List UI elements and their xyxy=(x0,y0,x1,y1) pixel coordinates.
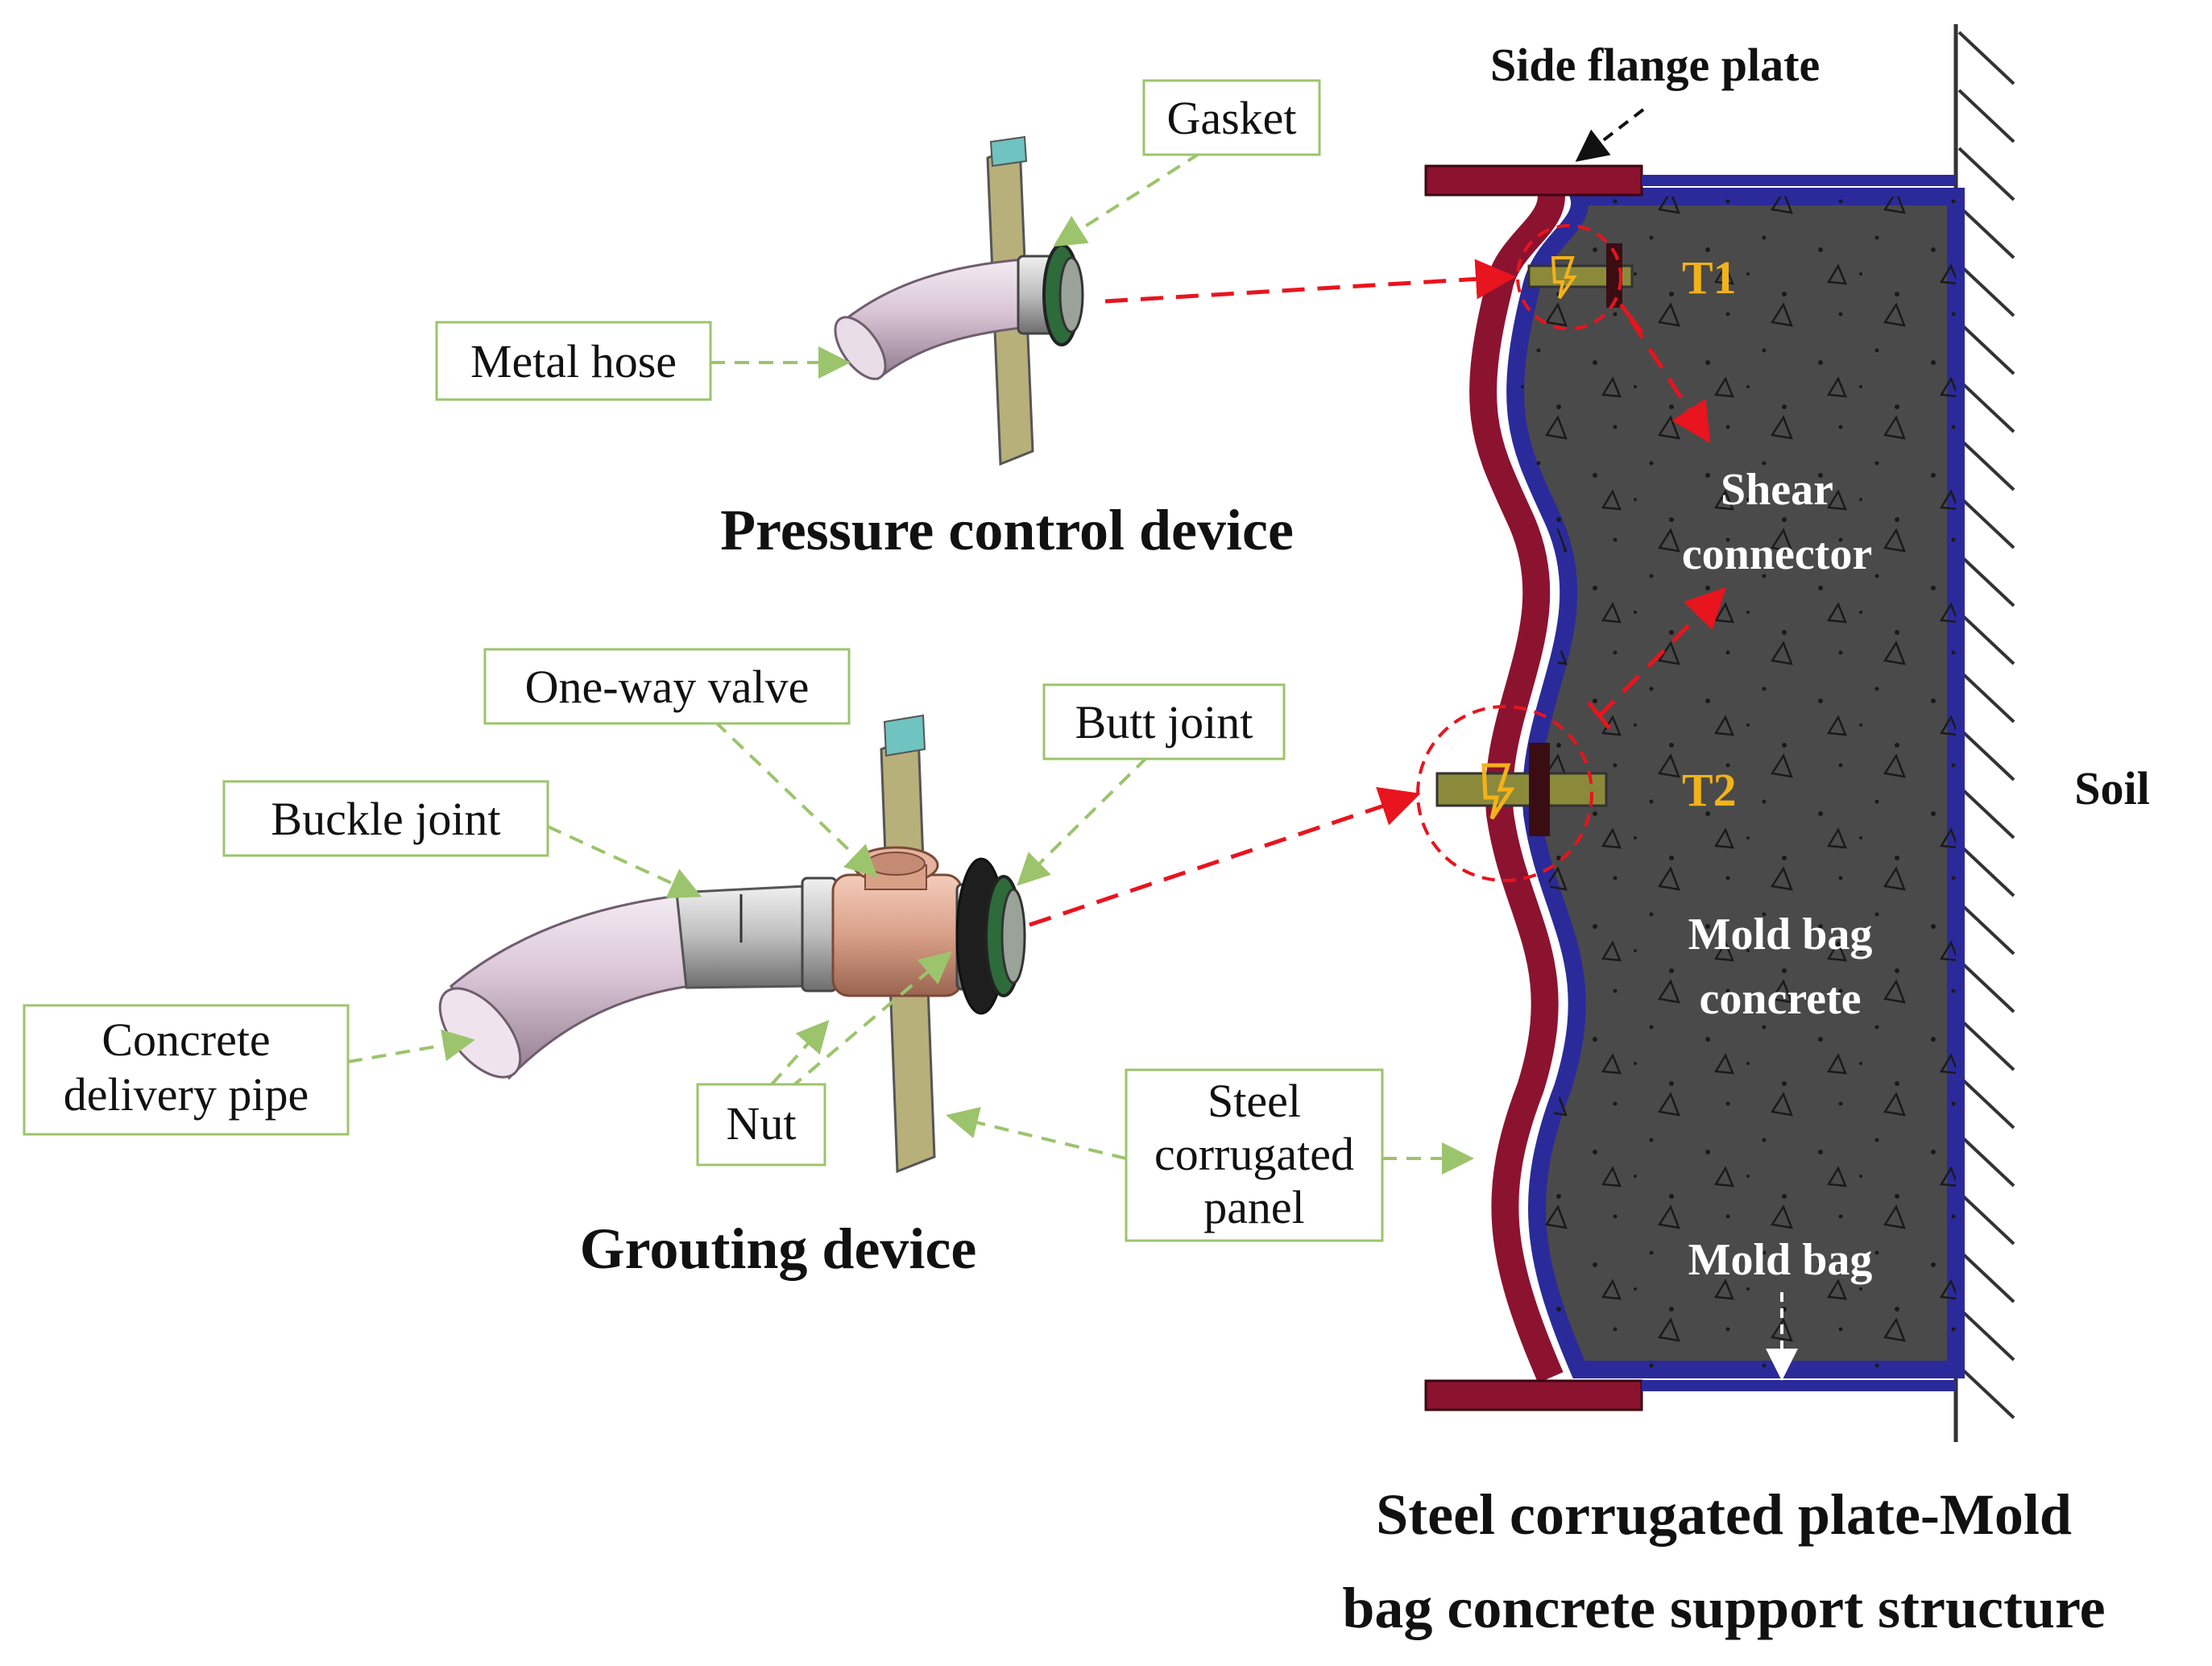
metal-hose-label-box xyxy=(435,321,712,401)
soil-hatch-line xyxy=(1957,379,2015,433)
gasket-label-box xyxy=(1142,79,1321,156)
steel-corrugated-panel-label-line3: panel xyxy=(1203,1181,1305,1233)
soil-hatch-line xyxy=(1957,437,2015,491)
soil-hatch-line xyxy=(1957,147,2015,201)
shear-connector-label-line1: Shear xyxy=(1721,465,1833,515)
steel-corrugated-panel-label-box xyxy=(1125,1068,1384,1242)
soil-hatch-line xyxy=(1957,1191,2015,1245)
one-way-valve-label: One-way valve xyxy=(525,661,810,713)
soil-hatch-line xyxy=(1957,553,2015,607)
soil-hatch-line xyxy=(1957,263,2015,317)
t1-label: T1 xyxy=(1682,251,1737,304)
soil-label: Soil xyxy=(2074,762,2150,814)
mold-bag-concrete-label-line1: Mold bag xyxy=(1688,910,1873,959)
support-structure-title-line2: bag concrete support structure xyxy=(1342,1576,2105,1640)
concrete-delivery-pipe-label-line1: Concrete xyxy=(101,1013,270,1066)
metal-hose-label: Metal hose xyxy=(470,335,677,387)
soil-hatch-line xyxy=(1957,727,2015,781)
gd-buckle-joint xyxy=(675,885,812,989)
soil-hatch-line xyxy=(1957,1133,2015,1187)
soil-hatch-line xyxy=(1957,205,2015,259)
side-flange-plate-label: Side flange plate xyxy=(1490,39,1820,91)
nut-label-box xyxy=(696,1083,826,1167)
gd-one-way-valve xyxy=(831,873,963,997)
soil-hatch-line xyxy=(1957,89,2015,143)
buckle-joint-label: Buckle joint xyxy=(271,793,500,845)
butt-joint-label-box xyxy=(1042,683,1286,760)
soil-hatch-line xyxy=(1957,1365,2015,1419)
t1-highlight-circle xyxy=(1516,224,1622,330)
buckle-joint-label-box xyxy=(222,780,549,857)
soil-hatch-line xyxy=(1957,901,2015,955)
soil-hatch-line xyxy=(1957,1017,2015,1071)
steel-corrugated-panel-label-line1: Steel xyxy=(1207,1075,1301,1127)
shear-connector-label-line2: connector xyxy=(1682,529,1872,579)
top-flange xyxy=(1424,164,1643,197)
pressure-control-device-title: Pressure control device xyxy=(720,498,1294,562)
soil-hatch-line xyxy=(1957,1249,2015,1303)
soil-hatch-line xyxy=(1957,669,2015,723)
steel-corrugated-panel-label-line2: corrugated xyxy=(1154,1128,1354,1180)
mold-bag-concrete-label-line2: concrete xyxy=(1699,974,1861,1024)
side-flange-pointer xyxy=(1575,108,1645,162)
shear-connector-t2 xyxy=(1435,743,1608,836)
soil-hatch-line xyxy=(1957,1307,2015,1361)
soil-hatch-line xyxy=(1957,611,2015,665)
green-leader-lines xyxy=(347,151,1474,1175)
soil-hatch-line xyxy=(1957,959,2015,1013)
grouting-device-drawing xyxy=(438,714,1026,1174)
red-pointer-arrows xyxy=(1029,259,1727,927)
grouting-device-title: Grouting device xyxy=(580,1216,977,1281)
shear-connector-t1 xyxy=(1527,243,1634,308)
concrete-delivery-pipe-label-box xyxy=(23,1004,350,1136)
soil-hatch-line xyxy=(1957,31,2015,85)
gasket-label: Gasket xyxy=(1166,92,1296,144)
soil-hatch-line xyxy=(1957,843,2015,897)
t2-label: T2 xyxy=(1682,764,1737,816)
butt-joint-label: Butt joint xyxy=(1075,696,1253,748)
soil-hatch-line xyxy=(1957,1075,2015,1129)
support-structure xyxy=(1416,164,1965,1411)
bottom-flange xyxy=(1424,1379,1643,1411)
soil-hatch-line xyxy=(1957,785,2015,839)
soil-hatch-line xyxy=(1957,495,2015,549)
support-structure-title-line1: Steel corrugated plate-Mold xyxy=(1376,1482,2072,1547)
nut-label: Nut xyxy=(727,1097,797,1150)
soil-hatch-line xyxy=(1957,321,2015,375)
concrete-delivery-pipe-label-line2: delivery pipe xyxy=(64,1068,309,1121)
one-way-valve-label-box xyxy=(483,648,851,725)
mold-bag-label: Mold bag xyxy=(1688,1235,1873,1285)
pressure-control-device-drawing xyxy=(834,135,1084,466)
